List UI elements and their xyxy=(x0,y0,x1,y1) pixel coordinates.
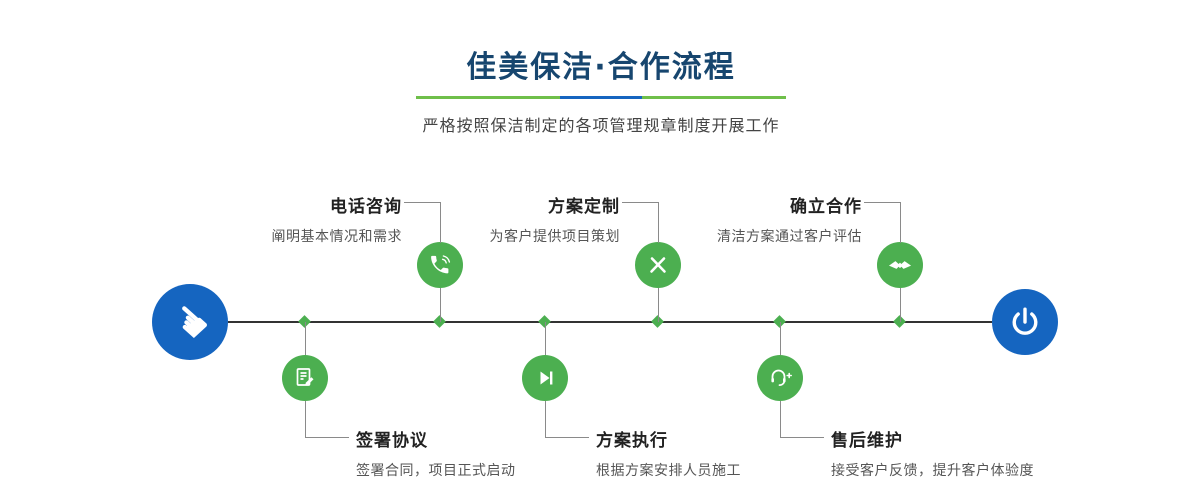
label-connector xyxy=(864,202,901,243)
contract-icon xyxy=(296,368,314,386)
connector-line xyxy=(658,288,659,322)
step-label: 售后维护 xyxy=(831,431,903,451)
step-text-handshake: 确立合作 清洁方案通过客户评估 xyxy=(717,192,862,246)
title-divider-accent xyxy=(560,96,642,99)
step-desc: 接受客户反馈，提升客户体验度 xyxy=(831,463,1034,479)
timeline-start-node: ☚ xyxy=(152,284,228,360)
connector-line xyxy=(900,288,901,322)
step-node-aftersales xyxy=(757,355,803,401)
step-text-contract: 签署协议 签署合同，项目正式启动 xyxy=(356,426,516,480)
pointing-hand-icon: ☚ xyxy=(159,290,221,353)
step-node-phone xyxy=(417,242,463,288)
step-desc: 阐明基本情况和需求 xyxy=(271,229,402,245)
step-desc: 签署合同，项目正式启动 xyxy=(356,463,516,479)
label-connector xyxy=(305,401,349,438)
step-text-aftersales: 售后维护 接受客户反馈，提升客户体验度 xyxy=(831,426,1034,480)
connector-line xyxy=(440,288,441,322)
step-node-handshake xyxy=(877,242,923,288)
timeline-end-node xyxy=(992,289,1058,355)
step-label: 方案执行 xyxy=(596,431,668,451)
page-title: 佳美保洁·合作流程 xyxy=(466,50,736,85)
step-node-design xyxy=(635,242,681,288)
power-icon xyxy=(1012,307,1038,335)
step-label: 方案定制 xyxy=(548,197,620,217)
step-text-phone: 电话咨询 阐明基本情况和需求 xyxy=(272,192,403,246)
title-divider xyxy=(416,96,786,99)
step-node-execute xyxy=(522,355,568,401)
label-connector xyxy=(404,202,441,243)
aftersales-icon xyxy=(771,369,792,386)
label-connector xyxy=(622,202,659,243)
label-connector xyxy=(545,401,589,438)
connector-line xyxy=(780,322,781,355)
step-label: 电话咨询 xyxy=(330,197,402,217)
connector-line xyxy=(545,322,546,355)
handshake-icon xyxy=(888,261,912,269)
timeline-line xyxy=(228,321,992,323)
step-desc: 为客户提供项目策划 xyxy=(489,229,620,245)
step-text-design: 方案定制 为客户提供项目策划 xyxy=(490,192,621,246)
step-label: 确立合作 xyxy=(790,197,862,217)
step-text-execute: 方案执行 根据方案安排人员施工 xyxy=(596,426,741,480)
execute-icon xyxy=(540,371,553,385)
step-desc: 根据方案安排人员施工 xyxy=(596,463,741,479)
connector-line xyxy=(305,322,306,355)
phone-icon xyxy=(431,255,451,274)
page-subtitle: 严格按照保洁制定的各项管理规章制度开展工作 xyxy=(422,116,780,135)
step-label: 签署协议 xyxy=(356,431,428,451)
step-node-contract xyxy=(282,355,328,401)
label-connector xyxy=(780,401,824,438)
design-icon xyxy=(650,257,666,273)
step-desc: 清洁方案通过客户评估 xyxy=(717,229,862,245)
